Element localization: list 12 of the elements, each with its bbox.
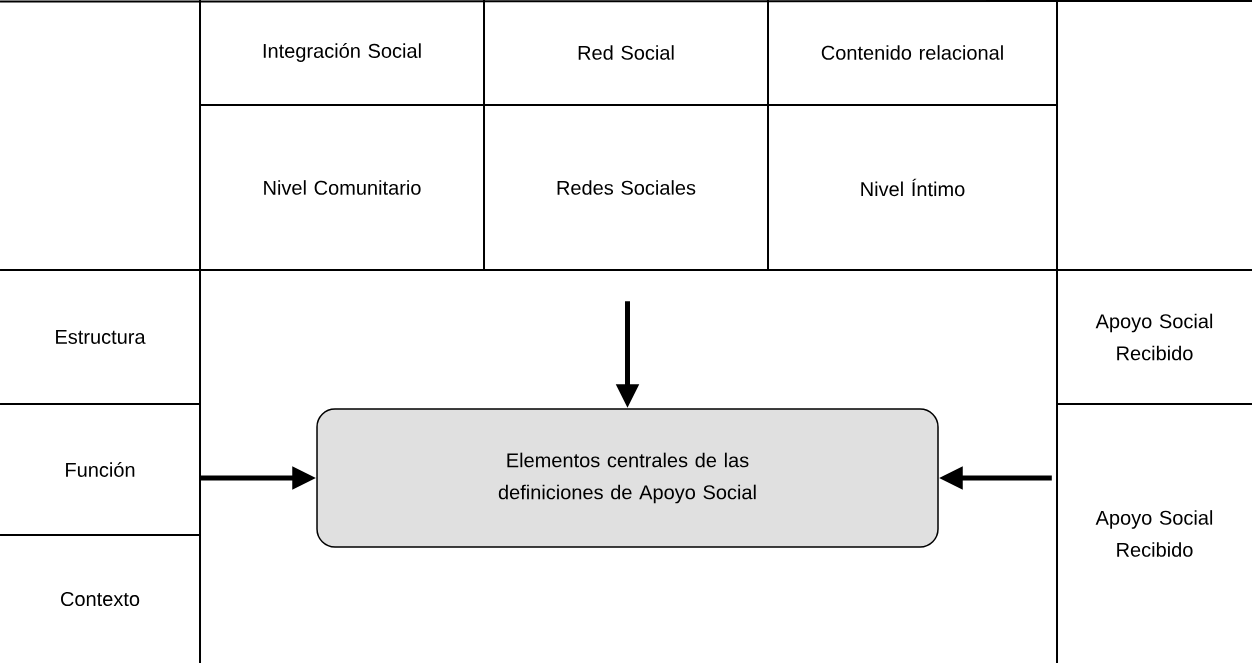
rounded-box: Elementos centrales de las definiciones de Apoyo Social <box>316 408 939 548</box>
table-cell: Contexto <box>61 591 140 607</box>
table-cell: Red Social <box>578 45 674 60</box>
table-cell: Contenido relacional <box>821 45 1003 60</box>
table-cell: Apoyo Social Recibido <box>1095 510 1213 557</box>
table-cell: Nivel Comunitario <box>264 180 421 195</box>
table-cell: Función <box>66 462 135 477</box>
table-cell: Nivel Íntimo <box>861 178 965 197</box>
table-cell: Integración Social <box>263 43 421 62</box>
table-cell: Redes Sociales <box>557 180 696 195</box>
table-cell: Apoyo Social Recibido <box>1095 313 1213 361</box>
table-cell: Estructura <box>56 330 146 344</box>
